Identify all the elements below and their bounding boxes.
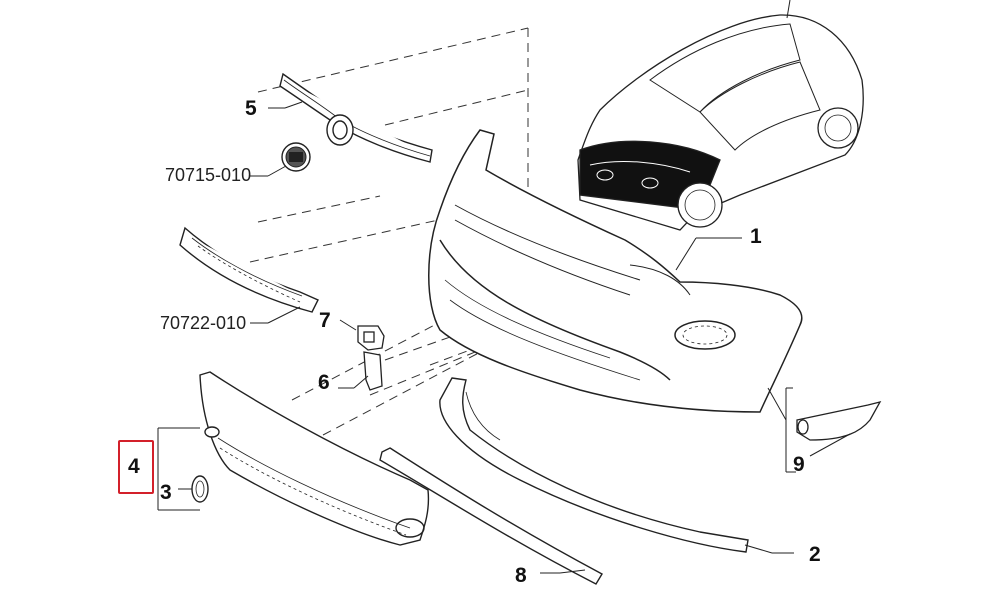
upper-grille-trim[interactable] (279, 72, 433, 163)
lower-bumper-assembly[interactable] (199, 371, 430, 546)
callout-grille-code: 70722-010 (160, 313, 247, 333)
callout-1: 1 (750, 225, 762, 248)
side-bracket[interactable] (796, 401, 882, 441)
bumper-clip[interactable] (357, 325, 385, 351)
callout-4-highlight (118, 440, 154, 494)
callout-5: 5 (245, 97, 257, 120)
callout-emblem-code: 70715-010 (165, 165, 252, 185)
lower-strip[interactable] (379, 447, 603, 585)
front-emblem[interactable] (281, 142, 311, 172)
callout-2: 2 (809, 543, 821, 566)
callout-8: 8 (515, 564, 527, 587)
callout-4: 4 (128, 455, 140, 478)
tow-hook-cover[interactable] (191, 475, 209, 503)
callout-9: 9 (793, 453, 805, 476)
callout-6: 6 (318, 371, 330, 394)
callout-7: 7 (319, 309, 331, 332)
leader-lines (157, 101, 851, 574)
front-bumper[interactable] (428, 129, 803, 413)
car-illustration (577, 0, 864, 231)
mounting-bracket[interactable] (363, 351, 383, 391)
lower-spoiler[interactable] (439, 377, 749, 553)
callout-3: 3 (160, 481, 172, 504)
lower-grille[interactable] (179, 226, 319, 313)
